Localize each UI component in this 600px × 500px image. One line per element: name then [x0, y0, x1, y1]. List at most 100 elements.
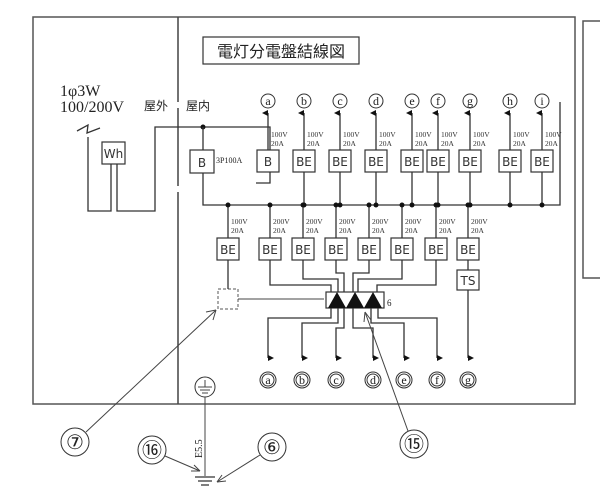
contactor-triangle-2	[346, 292, 364, 308]
indoor-label: 屋内	[186, 99, 210, 113]
circuit-id-label: c	[337, 94, 342, 108]
circuit-id-badge-inner	[397, 373, 411, 387]
circuit-id-badge	[296, 93, 312, 109]
output-arrow	[352, 308, 379, 361]
earth-leakage-relay-placeholder	[217, 288, 239, 310]
circuit-id-label: c	[333, 373, 338, 387]
circuit-id-badge	[368, 93, 384, 109]
junction-dot	[409, 202, 415, 208]
breaker-type: BE	[404, 155, 420, 169]
circuit-id-label: b	[301, 94, 307, 108]
callout-15-label: ⑮	[404, 433, 424, 456]
circuit-id-label: f	[435, 373, 439, 387]
voltage-rating: 100V	[441, 130, 458, 139]
lower-output-d: d	[364, 371, 382, 389]
output-arrow	[370, 308, 410, 361]
voltage-rating: 100V	[271, 130, 288, 139]
junction-dot	[267, 202, 273, 208]
output-arrow	[301, 308, 339, 361]
breaker-type: BE	[262, 243, 278, 257]
ground-terminal-icon	[194, 376, 216, 398]
diagram-title: 電灯分電盤結線図	[217, 42, 345, 61]
callout-16: ⑯	[137, 435, 201, 472]
breaker-type: BE	[460, 243, 476, 257]
voltage-rating: 200V	[339, 217, 356, 226]
output-arrow	[377, 308, 443, 361]
voltage-rating: 100V	[307, 130, 324, 139]
voltage-rating: 200V	[273, 217, 290, 226]
branch-breaker	[328, 149, 352, 173]
voltage-rating: 200V	[306, 217, 323, 226]
voltage-rating: 100V	[513, 130, 530, 139]
junction-dot	[366, 202, 372, 208]
current-rating: 20A	[271, 139, 285, 148]
title-box	[202, 36, 360, 65]
circuit-id-label: g	[465, 373, 471, 387]
junction-dot	[300, 202, 306, 208]
contactor-triangle-3	[364, 292, 382, 308]
breaker-type: BE	[328, 243, 344, 257]
lower-output-g: g	[459, 371, 477, 389]
current-rating: 20A	[439, 226, 453, 235]
current-rating: 20A	[405, 226, 419, 235]
branch-breaker	[364, 149, 388, 173]
current-rating: 20A	[545, 139, 559, 148]
circuit-id-label: d	[370, 373, 376, 387]
side-panel-frame	[582, 20, 600, 279]
main-breaker-rating: 3P100A	[216, 156, 242, 165]
callout-6-label: ⑥	[263, 437, 281, 459]
junction-dot	[337, 202, 343, 208]
main-breaker-label: B	[198, 156, 206, 170]
lower-output-e: e	[395, 371, 413, 389]
circuit-id-label: a	[265, 373, 271, 387]
circuit-id-label: g	[467, 94, 473, 108]
junction-dot	[539, 202, 545, 208]
circuit-id-label: i	[540, 94, 544, 108]
upper-branch-circuits: B100V20AaBE100V20AbBE100V20AcBE100V20AdB…	[256, 93, 562, 208]
voltage-rating: 100V	[379, 130, 396, 139]
ground-wire-label: E5.5	[194, 439, 205, 458]
voltage-rating: 100V	[231, 217, 248, 226]
voltage-rating: 200V	[405, 217, 422, 226]
current-rating: 20A	[231, 226, 245, 235]
lower-output-b: b	[293, 371, 311, 389]
current-rating: 20A	[379, 139, 393, 148]
contactor-triangle-1	[328, 292, 346, 308]
breaker-type: BE	[295, 243, 311, 257]
branch-breaker	[498, 149, 522, 173]
circuit-id-label: d	[373, 94, 379, 108]
contactor-wiring	[267, 260, 443, 361]
breaker-type: BE	[394, 243, 410, 257]
junction-dot	[333, 202, 339, 208]
breaker-type: BE	[534, 155, 550, 169]
callout-7: ⑦	[60, 309, 217, 457]
current-rating: 20A	[471, 226, 485, 235]
breaker-type: BE	[332, 155, 348, 169]
junction-dot	[373, 202, 379, 208]
outdoor-label: 屋外	[144, 99, 168, 113]
voltage-rating: 100V	[545, 130, 562, 139]
breaker-type: BE	[220, 243, 236, 257]
circuit-id-label: e	[409, 94, 414, 108]
current-rating: 20A	[343, 139, 357, 148]
circuit-id-label: e	[401, 373, 406, 387]
branch-breaker	[400, 149, 424, 173]
circuit-id-badge-inner	[366, 373, 380, 387]
circuit-id-badge-inner	[461, 373, 475, 387]
breaker-type: BE	[296, 155, 312, 169]
circuit-id-badge-inner	[261, 373, 275, 387]
output-arrow	[267, 308, 332, 361]
main-breaker	[189, 149, 215, 174]
callout-15: ⑮	[363, 311, 429, 459]
